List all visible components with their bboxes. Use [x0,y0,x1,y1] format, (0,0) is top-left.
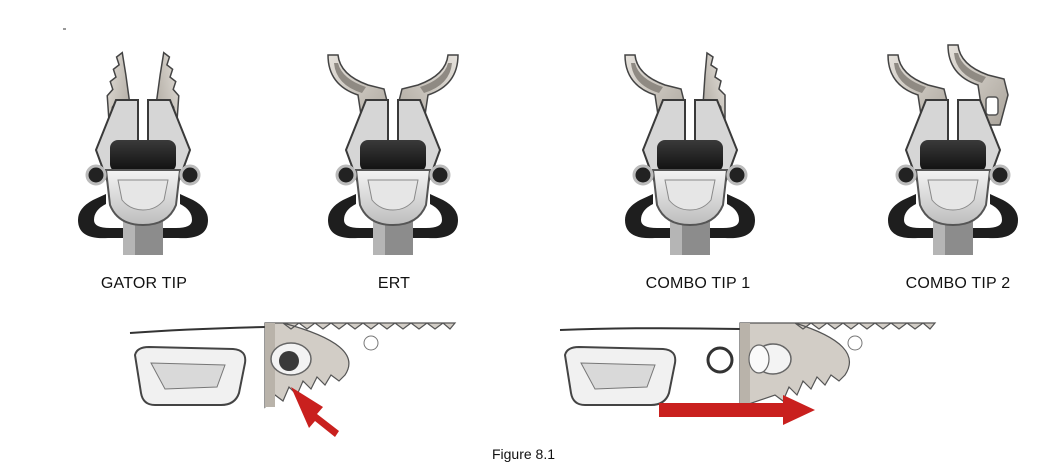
tip-label-ert: ERT [377,275,411,292]
tip-label-combo-2: COMBO TIP 2 [905,275,1011,292]
figure-caption: Figure 8.1 [491,446,556,462]
tip-slide-detail-image [559,322,937,425]
tip-label-combo-1: COMBO TIP 1 [645,275,751,292]
stray-mark [63,28,66,30]
gator-tip-tool-image [76,51,210,255]
combo-tip-2-tool-image [886,44,1020,255]
ert-tool-image [326,54,460,255]
tip-pin-detail-image [129,322,457,437]
tip-label-gator: GATOR TIP [100,275,188,292]
combo-tip-1-tool-image [623,52,757,255]
